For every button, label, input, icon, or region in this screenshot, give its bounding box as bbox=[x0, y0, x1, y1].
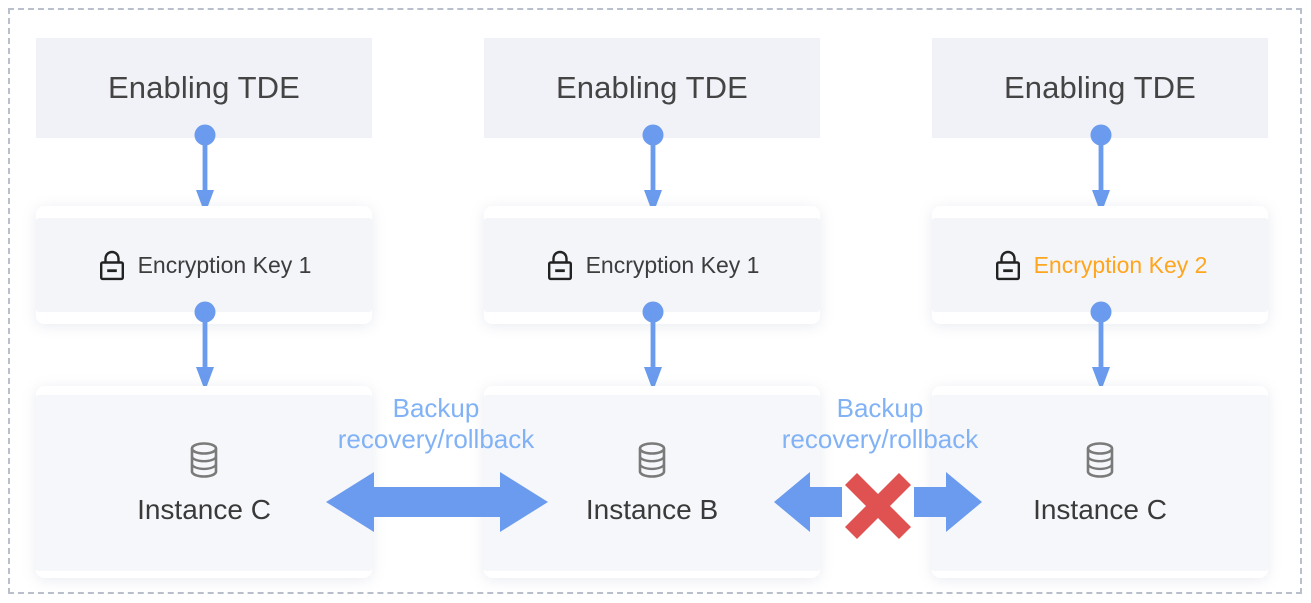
connector-arrow-key-to-instance-middle bbox=[642, 301, 664, 391]
encryption-key-box-middle: Encryption Key 1 bbox=[484, 218, 820, 312]
instance-label: Instance C bbox=[1033, 494, 1167, 525]
enabling-tde-label: Enabling TDE bbox=[108, 70, 300, 105]
database-icon bbox=[638, 442, 666, 478]
red-x-icon bbox=[844, 472, 912, 540]
connector-arrow-key-to-instance-left bbox=[194, 301, 216, 391]
encryption-key-label: Encryption Key 2 bbox=[1033, 251, 1208, 278]
instance-box-middle: Instance B bbox=[484, 395, 820, 571]
database-icon bbox=[1086, 442, 1114, 478]
encryption-key-box-right: Encryption Key 2 bbox=[932, 218, 1268, 312]
backup-label-line2: recovery/rollback bbox=[337, 424, 535, 454]
lock-icon bbox=[99, 250, 124, 281]
lock-icon bbox=[547, 250, 572, 281]
column-right: Enabling TDE Encryption Key 2 bbox=[932, 0, 1268, 603]
column-middle: Enabling TDE Encryption Key 1 bbox=[484, 0, 820, 603]
connector-arrow-tde-to-key-right bbox=[1090, 124, 1112, 214]
enabling-tde-label: Enabling TDE bbox=[1004, 70, 1196, 105]
double-headed-arrow-left bbox=[326, 472, 548, 532]
instance-label: Instance C bbox=[137, 494, 271, 525]
backup-recovery-label-right: Backup recovery/rollback bbox=[750, 393, 1010, 455]
instance-box-left: Instance C bbox=[36, 395, 372, 571]
enabling-tde-label: Enabling TDE bbox=[556, 70, 748, 105]
enabling-tde-box-middle: Enabling TDE bbox=[484, 38, 820, 138]
instance-box-right: Instance C bbox=[932, 395, 1268, 571]
backup-label-line1: Backup bbox=[836, 393, 924, 423]
encryption-key-box-left: Encryption Key 1 bbox=[36, 218, 372, 312]
backup-recovery-label-left: Backup recovery/rollback bbox=[306, 393, 566, 455]
enabling-tde-box-right: Enabling TDE bbox=[932, 38, 1268, 138]
dashed-boundary-frame bbox=[8, 8, 1302, 594]
enabling-tde-box-left: Enabling TDE bbox=[36, 38, 372, 138]
instance-label: Instance B bbox=[585, 494, 719, 525]
connector-arrow-key-to-instance-right bbox=[1090, 301, 1112, 391]
lock-icon bbox=[995, 250, 1020, 281]
backup-label-line2: recovery/rollback bbox=[781, 424, 979, 454]
connector-arrow-tde-to-key-left bbox=[194, 124, 216, 214]
left-pointing-arrow-blocked bbox=[774, 472, 842, 532]
encryption-key-label: Encryption Key 1 bbox=[585, 251, 760, 278]
connector-arrow-tde-to-key-middle bbox=[642, 124, 664, 214]
encryption-key-label: Encryption Key 1 bbox=[137, 251, 312, 278]
right-pointing-arrow-blocked bbox=[914, 472, 982, 532]
database-icon bbox=[190, 442, 218, 478]
backup-label-line1: Backup bbox=[392, 393, 480, 423]
column-left: Enabling TDE Encryption Key 1 bbox=[36, 0, 372, 603]
